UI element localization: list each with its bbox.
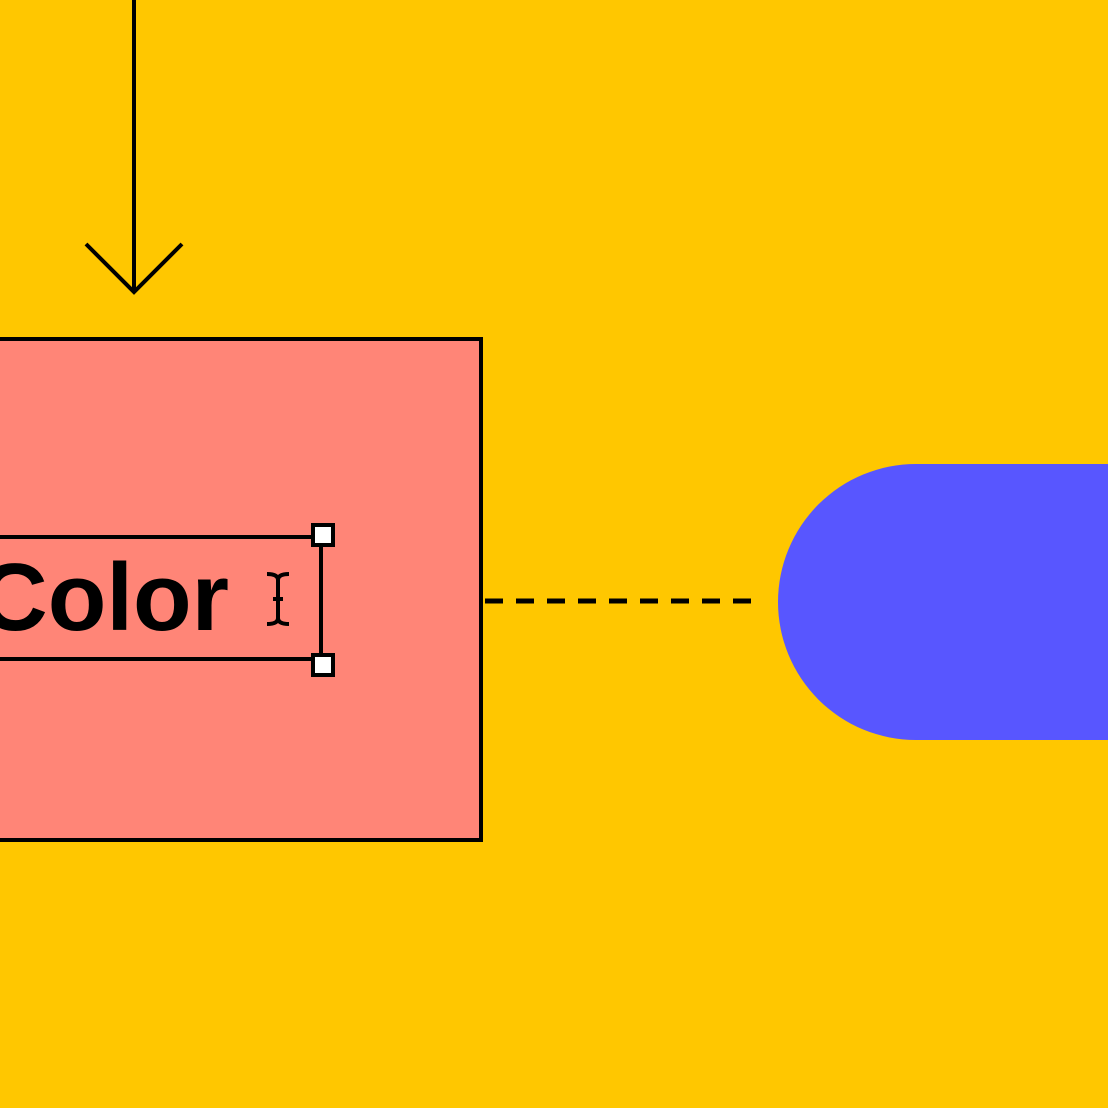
text-selection-frame[interactable] [0,535,323,661]
pill-shape[interactable] [778,464,1108,740]
resize-handle-top-right[interactable] [311,523,335,547]
color-node-box[interactable] [0,337,483,842]
text-field-wrapper[interactable]: Color [0,548,229,648]
text-field-value[interactable]: Color [0,548,229,648]
arrow-down-icon [84,242,184,295]
text-cursor-icon [266,572,290,626]
resize-handle-bottom-right[interactable] [311,653,335,677]
